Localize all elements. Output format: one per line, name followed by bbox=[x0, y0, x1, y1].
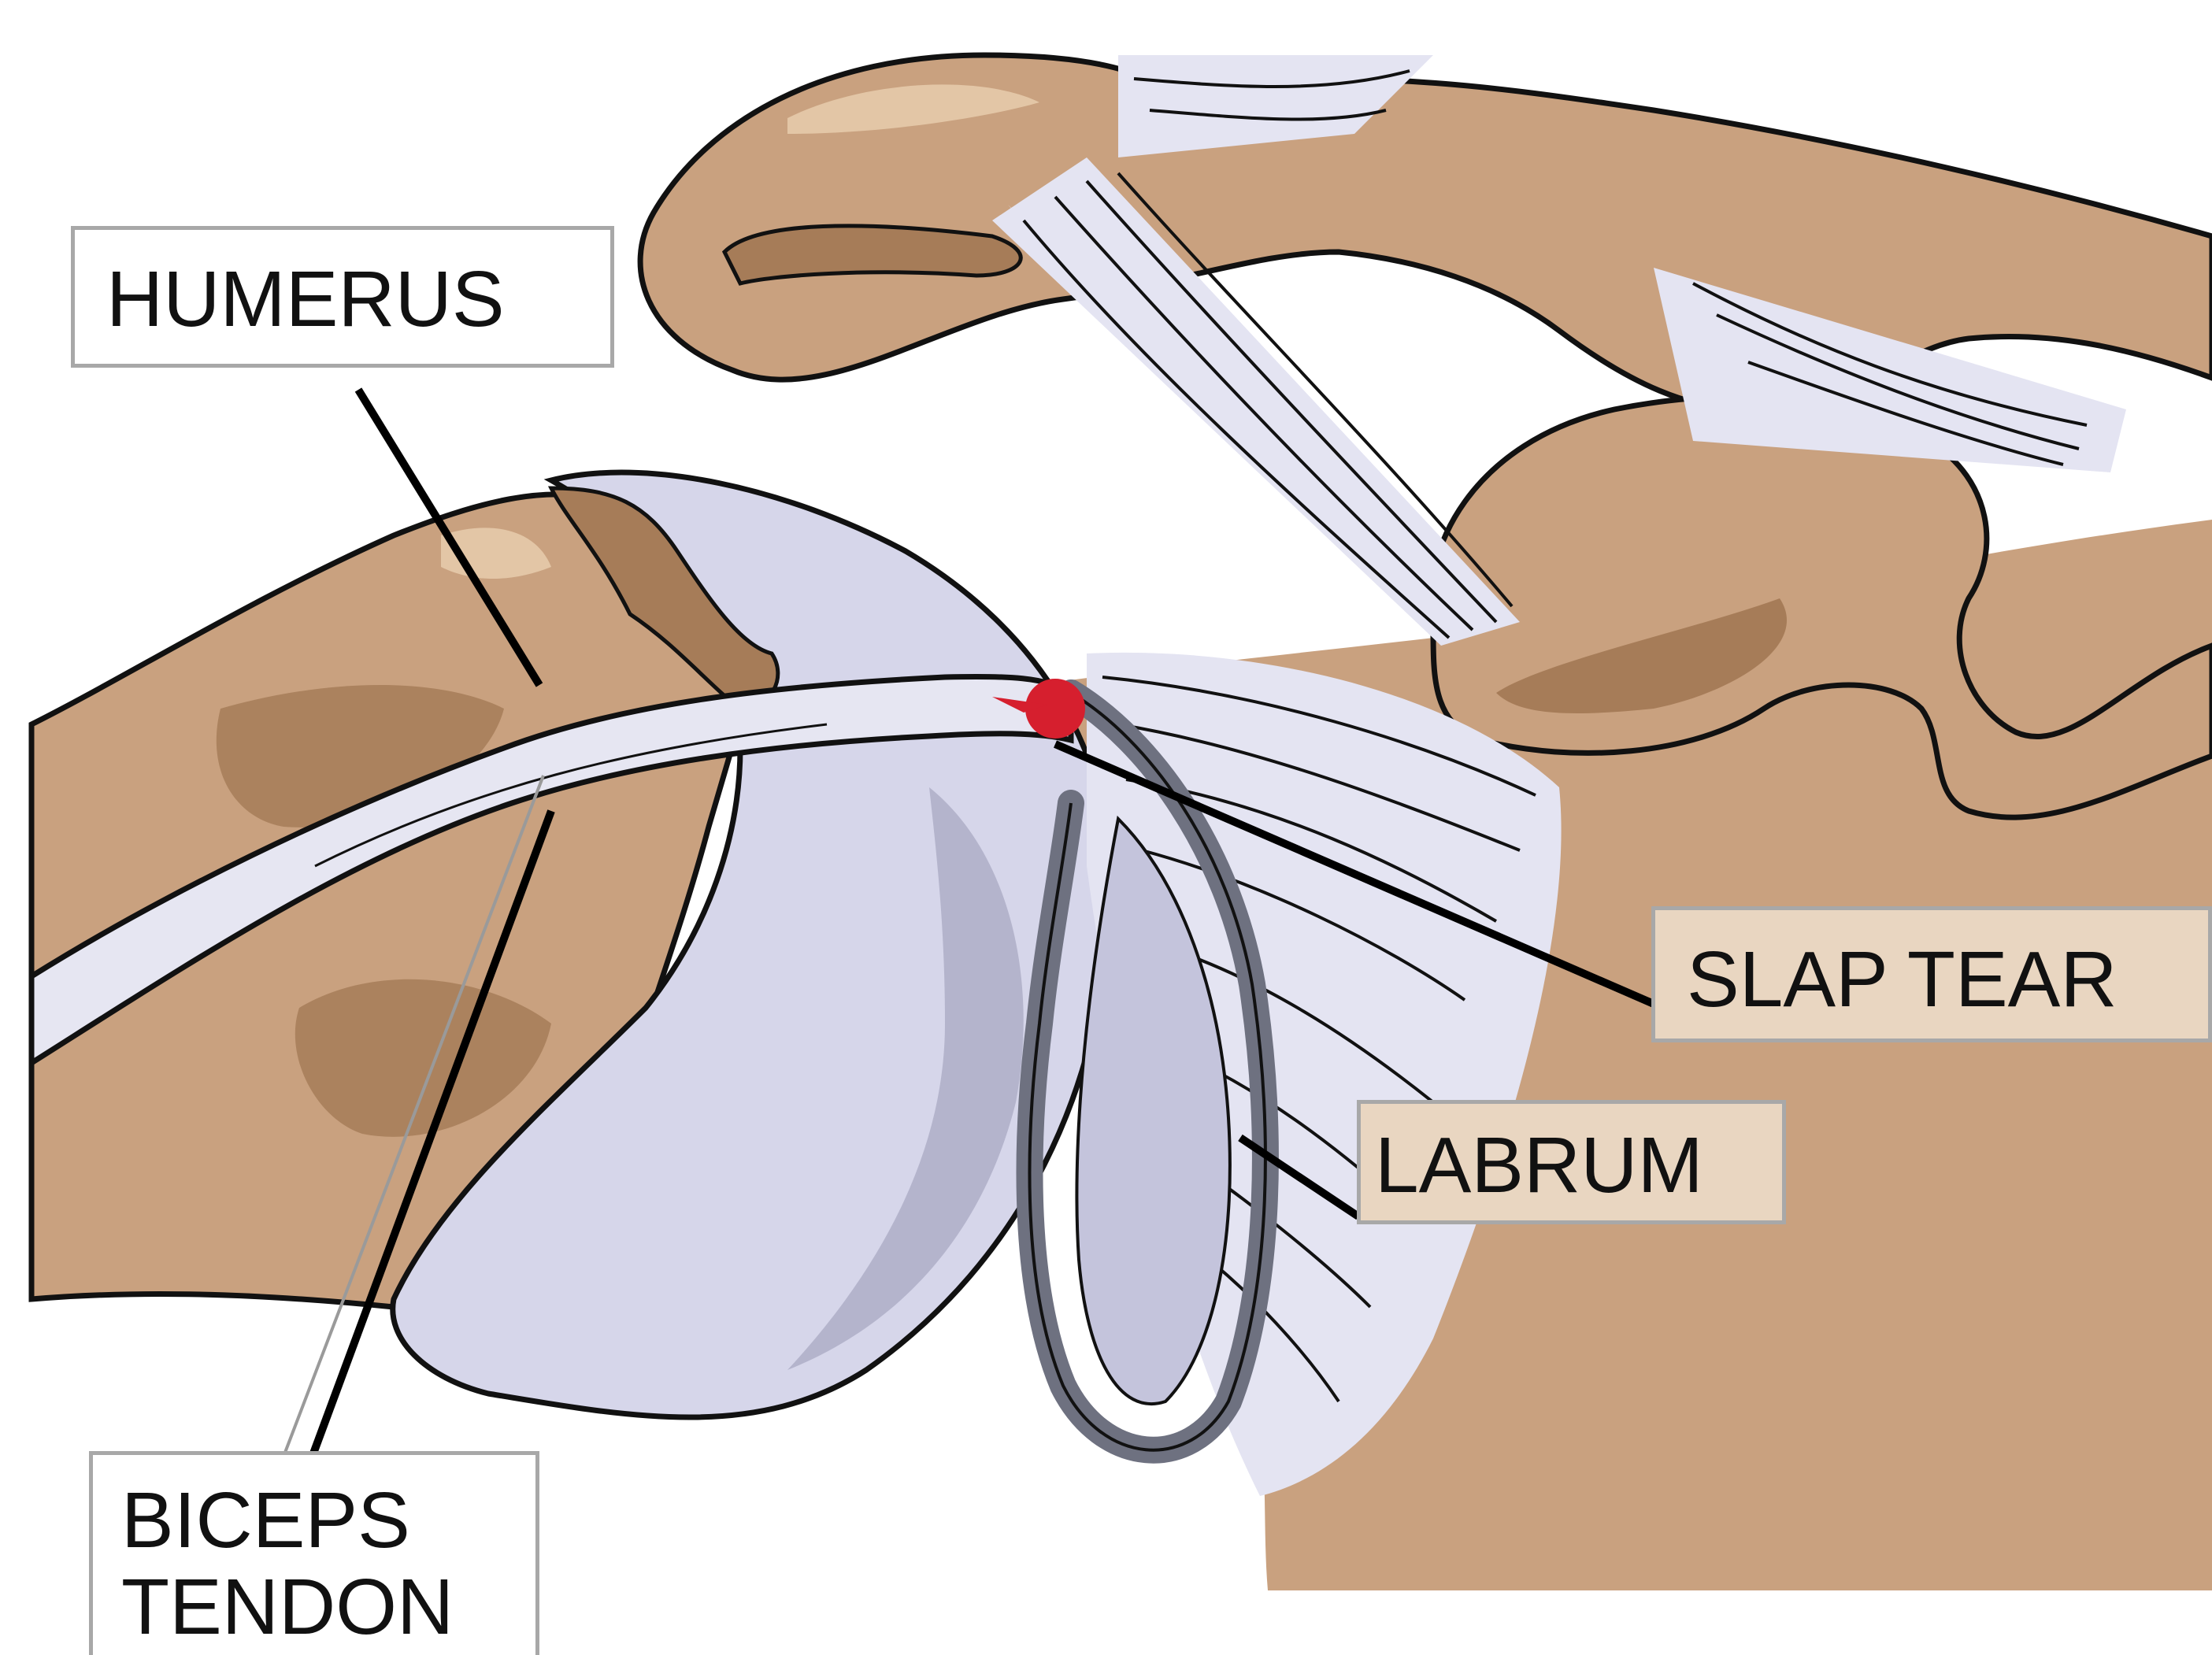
biceps-tendon-label: BICEPS TENDON bbox=[121, 1477, 454, 1650]
biceps-tendon-label-line1: BICEPS bbox=[121, 1476, 410, 1564]
labrum-label-box: LABRUM bbox=[1357, 1100, 1786, 1224]
humerus-label-box: HUMERUS bbox=[71, 226, 614, 368]
labrum-label: LABRUM bbox=[1375, 1126, 1703, 1205]
slap-tear-label-box: SLAP TEAR bbox=[1651, 906, 2212, 1042]
humerus-label: HUMERUS bbox=[106, 260, 505, 339]
biceps-tendon-label-box: BICEPS TENDON bbox=[89, 1451, 539, 1655]
biceps-tendon-label-line2: TENDON bbox=[121, 1564, 454, 1650]
slap-tear-label: SLAP TEAR bbox=[1687, 940, 2118, 1019]
